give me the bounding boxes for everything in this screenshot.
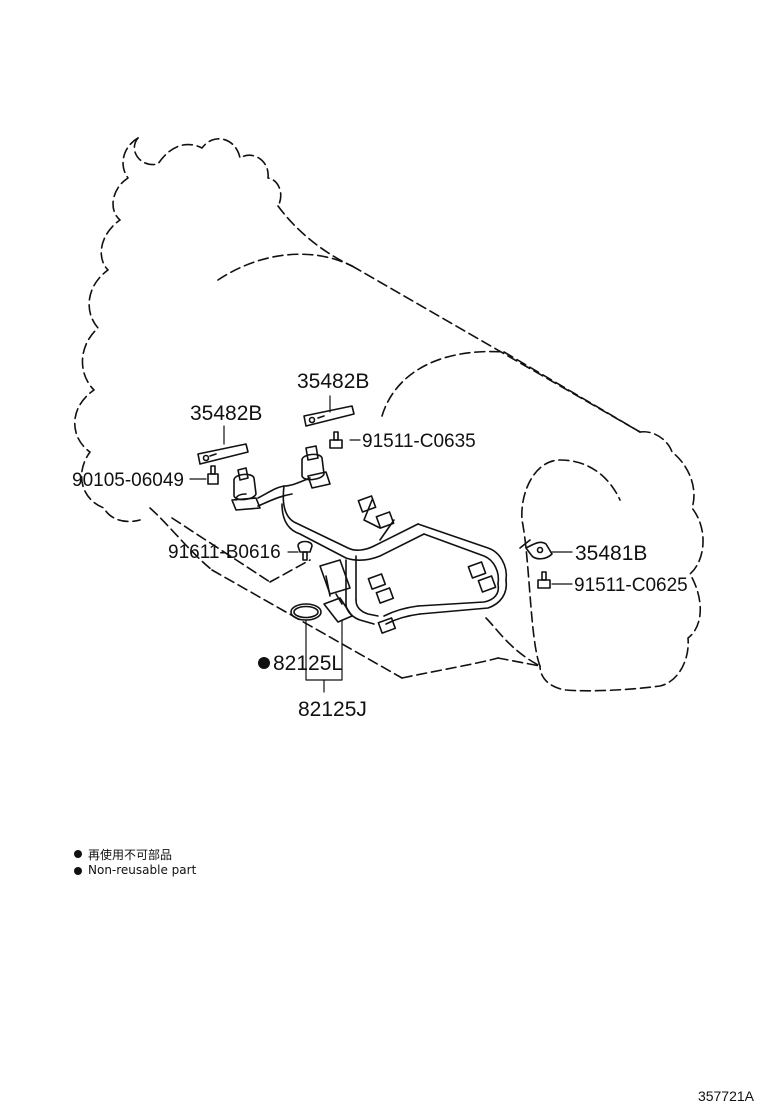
bolt-right-shape [537, 571, 551, 589]
part-label-harness: 82125J [298, 698, 367, 721]
part-label-oring: 82125L [273, 652, 343, 675]
part-label-bolt-left: 90105-06049 [72, 470, 184, 491]
harness-connector-3 [367, 573, 397, 634]
part-label-clamp-bolt: 91611-B0616 [168, 542, 281, 563]
transmission-housing-outline [73, 137, 704, 692]
harness-clamp [319, 559, 353, 623]
part-label-bracket-left: 35482B [190, 402, 262, 425]
reference-code: 357721A [697, 1088, 754, 1104]
part-label-bracket-upper: 35482B [297, 370, 369, 393]
oring-shape [290, 603, 322, 621]
sensor-upper [301, 445, 331, 489]
bolt-upper-shape [329, 431, 343, 449]
legend-dot-icon [74, 867, 82, 875]
non-reusable-dot-icon [258, 657, 270, 669]
leader-lines [189, 395, 573, 693]
bracket-right-shape [519, 539, 553, 560]
clamp-bolt-shape [297, 540, 313, 561]
legend-dot-icon [74, 850, 82, 858]
wire-harness-body [257, 477, 508, 625]
harness-connector-1 [357, 495, 395, 529]
part-label-bolt-right: 91511-C0625 [574, 575, 688, 596]
bolt-left-shape [207, 465, 219, 485]
part-label-bolt-upper: 91511-C0635 [362, 431, 476, 452]
harness-connector-2 [467, 561, 497, 593]
bracket-upper-shape [303, 405, 355, 427]
legend-text-english: Non-reusable part [88, 863, 197, 877]
legend-text-japanese: 再使用不可部品 [88, 848, 173, 862]
part-label-bracket-right: 35481B [575, 542, 647, 565]
bracket-left-shape [197, 443, 249, 465]
sensor-left [231, 467, 261, 511]
